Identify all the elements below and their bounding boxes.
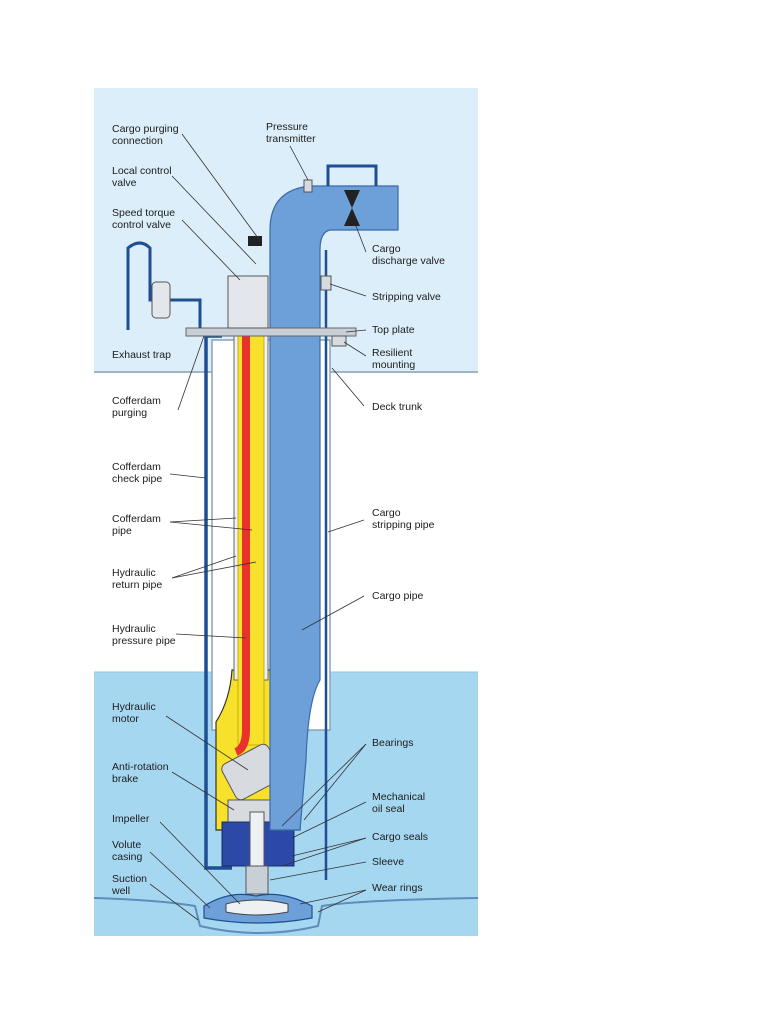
label-hydraulic-return-pipe: Hydraulic return pipe xyxy=(112,567,162,591)
label-mechanical-oil-seal: Mechanical oil seal xyxy=(372,791,428,815)
label-speed-torque-control-valve: Speed torque control valve xyxy=(112,207,178,231)
sleeve xyxy=(245,865,269,895)
leader-cofferdam-pipe-a xyxy=(169,517,237,523)
leader-cargo-seals-b xyxy=(281,837,367,867)
label-resilient-mounting: Resilient mounting xyxy=(372,347,415,371)
suction-well xyxy=(93,897,479,934)
label-cargo-stripping-pipe: Cargo stripping pipe xyxy=(372,507,435,531)
leader-impeller xyxy=(159,821,241,905)
leader-volute xyxy=(149,851,211,909)
local-control-valve xyxy=(248,236,262,246)
label-hydraulic-motor: Hydraulic motor xyxy=(112,701,159,725)
hydraulic-pressure-pipe xyxy=(234,305,250,756)
leader-bearings-a xyxy=(281,743,367,827)
leader-local-control xyxy=(171,175,257,265)
leader-pressure-pipe xyxy=(175,633,247,639)
leader-brake xyxy=(171,771,235,811)
impeller xyxy=(225,899,289,916)
label-bearings: Bearings xyxy=(372,737,413,749)
leader-cofferdam-purging xyxy=(177,335,205,411)
leader-pressure-transmitter xyxy=(289,145,309,181)
label-suction-well: Suction well xyxy=(111,873,150,897)
leader-cargo-seals-a xyxy=(291,837,367,857)
label-cargo-pipe: Cargo pipe xyxy=(372,590,424,602)
top-plate xyxy=(185,327,357,337)
leader-bearings-b xyxy=(303,743,367,821)
cargo-pipe xyxy=(269,185,399,831)
leader-discharge-valve xyxy=(355,225,367,253)
leader-deck-trunk xyxy=(331,367,365,407)
leader-check-pipe xyxy=(169,473,207,479)
leader-stripping-valve xyxy=(329,283,367,297)
leader-return-pipe-a xyxy=(171,555,237,579)
leader-top-plate xyxy=(345,329,367,333)
label-wear-rings: Wear rings xyxy=(372,882,423,894)
leader-return-pipe-b xyxy=(171,561,257,579)
leader-wear-rings-b xyxy=(317,889,367,913)
resilient-mounting xyxy=(331,335,347,347)
label-cofferdam-purging: Cofferdam purging xyxy=(112,395,164,419)
leader-speed-torque xyxy=(181,219,241,281)
cargo-discharge-valve xyxy=(344,190,360,226)
leader-suction-well xyxy=(149,883,199,921)
label-cargo-seals: Cargo seals xyxy=(372,831,428,843)
label-hydraulic-pressure-pipe: Hydraulic pressure pipe xyxy=(112,623,176,647)
label-cargo-discharge-valve: Cargo discharge valve xyxy=(372,243,445,267)
label-deck-trunk: Deck trunk xyxy=(372,401,423,413)
leader-cargo-purging xyxy=(181,133,259,239)
exhaust-trap-body xyxy=(151,281,171,319)
label-stripping-valve: Stripping valve xyxy=(372,291,441,303)
exhaust-trap xyxy=(126,241,202,330)
label-cargo-purging-connection: Cargo purging connection xyxy=(112,123,181,147)
leader-resilient xyxy=(343,341,367,357)
leader-cargo-pipe xyxy=(301,595,365,631)
label-impeller: Impeller xyxy=(112,813,150,825)
leader-wear-rings-a xyxy=(299,889,367,905)
hydraulic-return-pipe xyxy=(237,304,265,746)
label-local-control-valve: Local control valve xyxy=(112,165,174,189)
label-pressure-transmitter: Pressure transmitter xyxy=(266,121,316,145)
label-cofferdam-check-pipe: Cofferdam check pipe xyxy=(112,461,164,485)
label-top-plate: Top plate xyxy=(372,324,415,336)
discharge-bypass xyxy=(326,164,378,186)
label-anti-rotation-brake: Anti-rotation brake xyxy=(112,761,172,785)
leader-stripping-pipe xyxy=(327,519,365,533)
leader-oil-seal xyxy=(291,801,367,839)
leader-sleeve xyxy=(269,861,367,881)
label-sleeve: Sleeve xyxy=(372,856,404,868)
stripping-valve xyxy=(320,275,332,291)
leader-cofferdam-pipe-b xyxy=(169,521,253,531)
speed-torque-control-valve xyxy=(227,275,269,329)
label-cofferdam-pipe: Cofferdam pipe xyxy=(112,513,164,537)
pressure-transmitter xyxy=(303,179,313,193)
label-volute-casing: Volute casing xyxy=(112,839,144,863)
label-exhaust-trap: Exhaust trap xyxy=(112,349,171,361)
leader-motor xyxy=(165,715,249,771)
